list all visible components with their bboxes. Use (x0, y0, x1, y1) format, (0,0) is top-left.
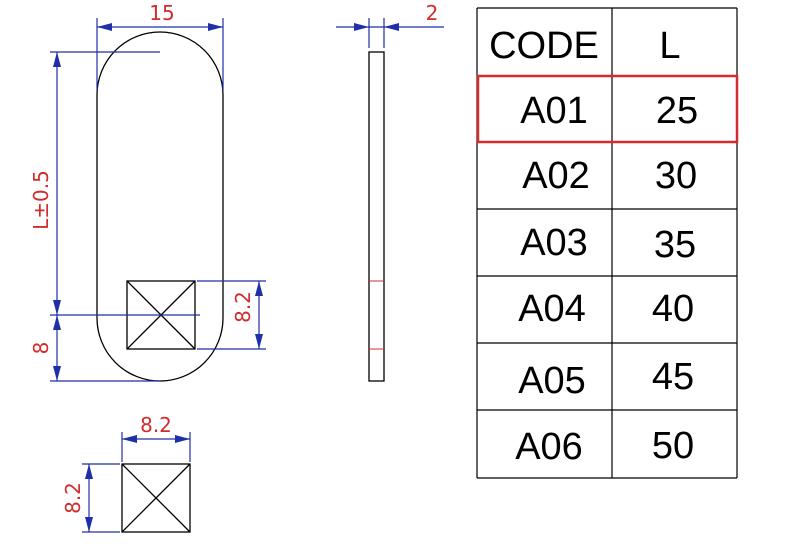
dimension-hole-size: 8.2 (197, 280, 266, 350)
table-cell-code: A02 (522, 155, 590, 197)
table-cell-l: 40 (652, 288, 694, 330)
detail-square (121, 463, 191, 533)
table-header-code: CODE (489, 25, 599, 67)
table-cell-l: 45 (652, 356, 694, 398)
dimension-width: 15 (96, 1, 224, 90)
table-cell-code: A03 (520, 222, 588, 264)
dimension-length: L±0.5 (29, 51, 200, 316)
table-cell-code: A05 (518, 360, 586, 402)
side-view-outline (368, 51, 385, 382)
plate-outline (96, 31, 224, 382)
code-table: CODE L A01 25 A02 30 A03 35 A04 40 A05 4… (476, 7, 739, 479)
dimension-length-label: L±0.5 (29, 170, 53, 230)
dimension-hole-size-label: 8.2 (231, 291, 255, 323)
dimension-thickness: 2 (336, 1, 444, 48)
dimension-width-label: 15 (149, 1, 174, 25)
dimension-detail-width: 8.2 (121, 413, 191, 462)
table-cell-l: 25 (656, 90, 698, 132)
table-header-l: L (659, 25, 680, 67)
side-view (368, 51, 385, 382)
dimension-detail-height-label: 8.2 (61, 482, 85, 514)
dimension-hole-offset: 8 (29, 315, 160, 382)
table-cell-code: A04 (518, 288, 586, 330)
dimension-detail-height: 8.2 (61, 463, 120, 533)
table-cell-l: 30 (655, 155, 697, 197)
highlight-row-box (476, 74, 739, 144)
detail-view (121, 463, 191, 533)
table-cell-l: 50 (652, 425, 694, 467)
dimension-hole-offset-label: 8 (29, 342, 53, 355)
dimension-thickness-label: 2 (426, 1, 439, 25)
front-view (96, 31, 224, 382)
table-cell-code: A06 (515, 426, 583, 468)
table-cell-l: 35 (654, 224, 696, 266)
dimension-detail-width-label: 8.2 (140, 413, 172, 437)
table-cell-code: A01 (520, 90, 588, 132)
